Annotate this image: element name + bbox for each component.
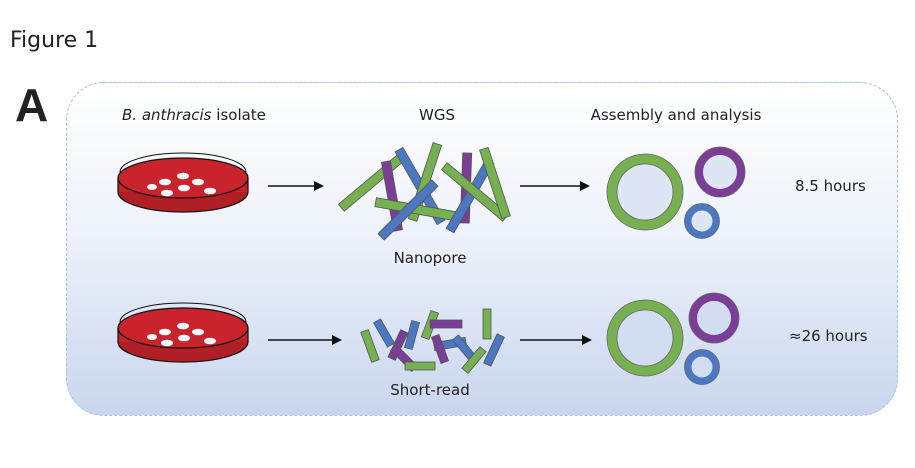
figure-title: Figure 1	[10, 28, 99, 53]
nanopore-reads	[337, 142, 511, 241]
wgs-header: WGS	[419, 106, 455, 124]
nanopore-label: Nanopore	[393, 249, 467, 267]
assembly-header: Assembly and analysis	[590, 106, 762, 124]
isolate-species: B. anthracis	[122, 106, 212, 124]
isolate-header: B. anthracis isolate	[122, 106, 266, 124]
short-read-label: Short-read	[390, 381, 470, 399]
short-read-time: ≈26 hours	[789, 327, 868, 345]
short-reads	[360, 308, 505, 374]
isolate-word: isolate	[211, 106, 266, 124]
petri-dish-top	[117, 152, 249, 213]
nanopore-time: 8.5 hours	[795, 177, 866, 195]
assembly-circles-top	[606, 146, 746, 239]
panel-letter: A	[15, 79, 49, 131]
petri-dish-bottom	[117, 302, 249, 363]
assembly-circles-bottom	[606, 292, 740, 385]
